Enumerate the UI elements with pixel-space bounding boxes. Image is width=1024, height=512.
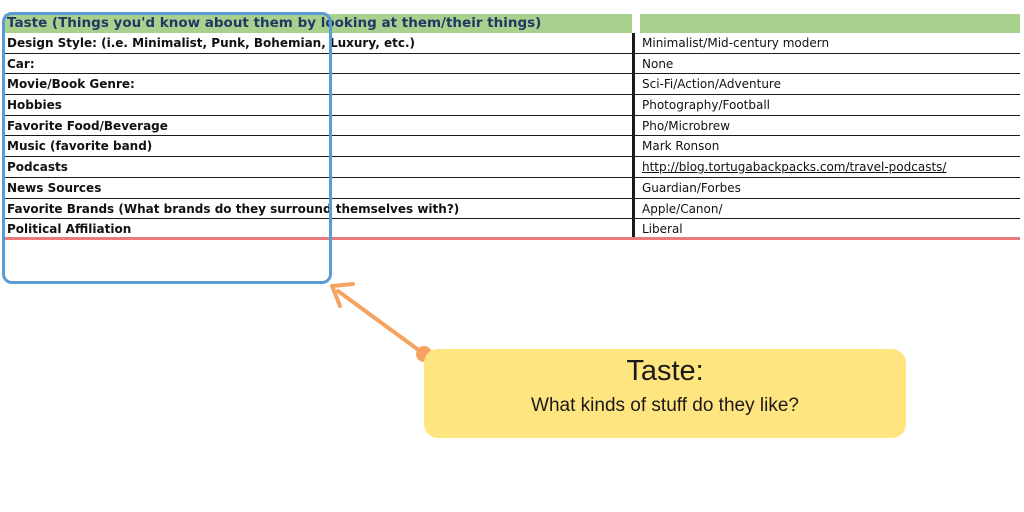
row-value[interactable]: Sci-Fi/Action/Adventure xyxy=(637,74,1020,95)
row-label[interactable]: Political Affiliation xyxy=(7,222,132,237)
arrow-shaft xyxy=(336,289,426,356)
callout-title: Taste: xyxy=(626,355,704,387)
callout-box: Taste: What kinds of stuff do they like? xyxy=(424,349,906,438)
table-row: Podcasts http://blog.tortugabackpacks.co… xyxy=(4,157,1020,178)
column-divider xyxy=(632,14,637,33)
spreadsheet: Taste (Things you'd know about them by l… xyxy=(4,14,1020,240)
table-row: Car: None xyxy=(4,53,1020,75)
row-label[interactable]: News Sources xyxy=(7,180,102,195)
column-divider xyxy=(632,219,635,237)
table-row: Movie/Book Genre: Sci-Fi/Action/Adventur… xyxy=(4,74,1020,96)
row-value[interactable]: Minimalist/Mid-century modern xyxy=(637,33,1020,53)
header-label: Taste (Things you'd know about them by l… xyxy=(4,14,632,33)
column-divider xyxy=(632,198,635,219)
row-value[interactable]: Apple/Canon/ xyxy=(637,198,1020,219)
column-divider xyxy=(632,177,635,198)
highlight-box xyxy=(2,12,332,284)
table-row: Music (favorite band) Mark Ronson xyxy=(4,136,1020,158)
row-label[interactable]: Hobbies xyxy=(7,98,62,113)
column-divider xyxy=(632,53,635,74)
column-divider xyxy=(632,74,635,95)
table-row: News Sources Guardian/Forbes xyxy=(4,177,1020,199)
row-value[interactable]: Pho/Microbrew xyxy=(637,115,1020,136)
row-value[interactable]: Liberal xyxy=(637,219,1020,237)
column-divider xyxy=(632,95,635,115)
row-label[interactable]: Podcasts xyxy=(7,160,68,175)
row-label[interactable]: Car: xyxy=(7,56,35,71)
row-value[interactable]: Photography/Football xyxy=(637,95,1020,115)
table-row: Hobbies Photography/Football xyxy=(4,95,1020,116)
column-divider xyxy=(632,33,635,53)
row-value[interactable]: Mark Ronson xyxy=(637,136,1020,157)
header-value xyxy=(637,14,1020,33)
row-label[interactable]: Favorite Food/Beverage xyxy=(7,118,168,133)
callout-subtitle: What kinds of stuff do they like? xyxy=(531,395,799,416)
row-label[interactable]: Design Style: (i.e. Minimalist, Punk, Bo… xyxy=(7,36,415,50)
arrow-head xyxy=(330,282,355,308)
podcasts-link[interactable]: http://blog.tortugabackpacks.com/travel-… xyxy=(642,160,947,175)
table-row: Favorite Brands (What brands do they sur… xyxy=(4,198,1020,220)
column-divider xyxy=(632,157,635,177)
row-label[interactable]: Movie/Book Genre: xyxy=(7,77,135,92)
table-row: Favorite Food/Beverage Pho/Microbrew xyxy=(4,115,1020,137)
header-row: Taste (Things you'd know about them by l… xyxy=(4,14,1020,33)
row-value[interactable]: http://blog.tortugabackpacks.com/travel-… xyxy=(637,157,1020,177)
row-label[interactable]: Music (favorite band) xyxy=(7,139,153,154)
column-divider xyxy=(632,115,635,136)
column-divider xyxy=(632,136,635,157)
table-row: Political Affiliation Liberal xyxy=(4,219,1020,240)
row-label[interactable]: Favorite Brands (What brands do they sur… xyxy=(7,201,460,216)
row-value[interactable]: None xyxy=(637,53,1020,74)
table-row: Design Style: (i.e. Minimalist, Punk, Bo… xyxy=(4,33,1020,54)
row-value[interactable]: Guardian/Forbes xyxy=(637,177,1020,198)
